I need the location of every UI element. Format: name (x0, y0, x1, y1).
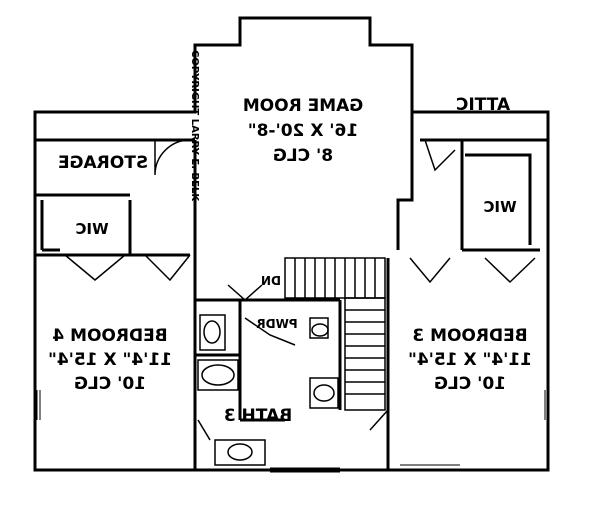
bedroom4-dims: 11'4" X 15'4" (47, 350, 173, 370)
tub-icon (197, 359, 239, 391)
left-sink-icon (199, 314, 226, 351)
door-swing-bedroom3 (409, 257, 451, 284)
window-right (544, 390, 549, 420)
wic-right-walls (465, 153, 532, 245)
door-swing-wic-left (64, 254, 126, 281)
pwdr-walls (285, 298, 342, 410)
closet-right-walls (420, 138, 548, 252)
stairs (284, 257, 386, 411)
exterior-wall (33, 16, 550, 472)
game-room-right-wall (396, 112, 414, 250)
game-room-name: GAME ROOM (242, 96, 364, 116)
pwdr-sink-icon (309, 377, 339, 409)
wic-left-label: WIC (75, 220, 109, 238)
window-left (36, 390, 41, 420)
game-room-clg: 8' CLG (272, 146, 334, 166)
window-bottom (270, 467, 340, 473)
door-swing-bath (227, 284, 263, 302)
door-swing-bedroom4 (144, 254, 191, 282)
door-swing-attic (424, 139, 456, 172)
door-swing-bath-entry (369, 409, 389, 431)
bedroom3-dims: 11'4" X 15'4" (407, 350, 533, 370)
door-swing-wic-right (484, 257, 536, 284)
game-room-dims: 16' X 20'-8" (247, 121, 359, 141)
bath3-label: BATH 3 (223, 406, 293, 426)
storage-label: STORAGE (57, 153, 149, 173)
wic-left-walls (40, 200, 132, 255)
dn-label: DN (261, 274, 282, 288)
door-swing-pwdr (244, 317, 296, 346)
attic-label: ATTIC (455, 95, 511, 115)
bath-walls (195, 300, 285, 422)
door-swing-storage (154, 139, 191, 176)
copyright-text: COPYRIGHT LARRY E. BELK (189, 50, 200, 202)
bedroom4-clg: 10' CLG (73, 374, 147, 394)
pwdr-label: PWDR (256, 317, 298, 331)
door-swing-hall (197, 419, 211, 441)
vanity-icon (214, 439, 266, 466)
bedroom3-clg: 10' CLG (433, 374, 507, 394)
bedroom3-name: BEDROOM 3 (412, 326, 528, 346)
wic-right-label: WIC (483, 198, 517, 216)
bedroom4-name: BEDROOM 4 (52, 326, 168, 346)
